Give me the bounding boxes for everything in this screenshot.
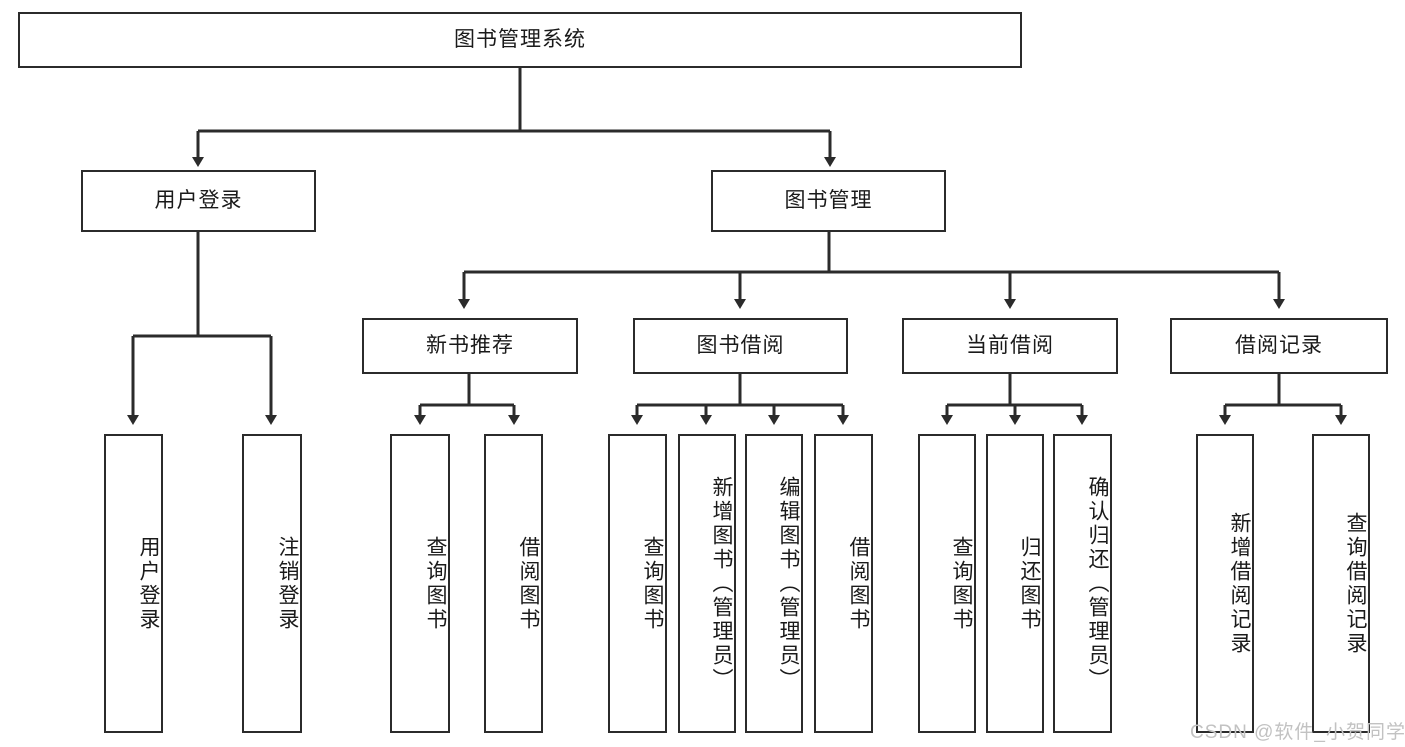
- node-label: 编辑图书（管理员）: [777, 475, 800, 692]
- node-book-borrow[interactable]: 图书借阅: [633, 318, 848, 374]
- node-root-library-system[interactable]: 图书管理系统: [18, 12, 1022, 68]
- node-label: 确认归还（管理员）: [1086, 475, 1109, 692]
- leaf-recommend-borrow-book[interactable]: 借阅图书: [484, 434, 543, 733]
- node-label: 图书管理系统: [454, 28, 586, 52]
- leaf-user-logout[interactable]: 注销登录: [242, 434, 302, 733]
- node-label: 查询图书: [641, 535, 664, 632]
- node-label: 查询借阅记录: [1344, 511, 1367, 656]
- leaf-borrow-add-book-admin[interactable]: 新增图书（管理员）: [678, 434, 736, 733]
- node-label: 归还图书: [1018, 535, 1041, 632]
- node-label: 查询图书: [950, 535, 973, 632]
- node-new-book-recommend[interactable]: 新书推荐: [362, 318, 578, 374]
- leaf-current-return-book[interactable]: 归还图书: [986, 434, 1044, 733]
- node-label: 新书推荐: [426, 334, 514, 358]
- leaf-record-add-borrow-record[interactable]: 新增借阅记录: [1196, 434, 1254, 733]
- node-label: 图书管理: [784, 189, 873, 213]
- leaf-current-query-book[interactable]: 查询图书: [918, 434, 976, 733]
- leaf-borrow-edit-book-admin[interactable]: 编辑图书（管理员）: [745, 434, 803, 733]
- node-label: 当前借阅: [966, 334, 1054, 358]
- leaf-recommend-query-book[interactable]: 查询图书: [390, 434, 450, 733]
- node-user-login[interactable]: 用户登录: [81, 170, 316, 232]
- leaf-user-login[interactable]: 用户登录: [104, 434, 163, 733]
- node-book-management[interactable]: 图书管理: [711, 170, 946, 232]
- node-label: 用户登录: [154, 189, 243, 213]
- node-label: 借阅图书: [847, 535, 870, 632]
- node-label: 新增图书（管理员）: [710, 475, 733, 692]
- node-borrow-record[interactable]: 借阅记录: [1170, 318, 1388, 374]
- node-label: 借阅记录: [1235, 334, 1323, 358]
- node-label: 用户登录: [137, 535, 160, 632]
- leaf-borrow-query-book[interactable]: 查询图书: [608, 434, 667, 733]
- leaf-current-confirm-return-admin[interactable]: 确认归还（管理员）: [1053, 434, 1112, 733]
- leaf-record-query-borrow-record[interactable]: 查询借阅记录: [1312, 434, 1370, 733]
- node-label: 新增借阅记录: [1228, 511, 1251, 656]
- node-current-borrow[interactable]: 当前借阅: [902, 318, 1118, 374]
- node-label: 图书借阅: [696, 334, 785, 358]
- leaf-borrow-borrow-book[interactable]: 借阅图书: [814, 434, 873, 733]
- watermark: CSDN @软件_小贺同学: [1190, 722, 1405, 743]
- node-label: 查询图书: [424, 535, 447, 632]
- node-label: 注销登录: [276, 535, 299, 632]
- node-label: 借阅图书: [517, 535, 540, 632]
